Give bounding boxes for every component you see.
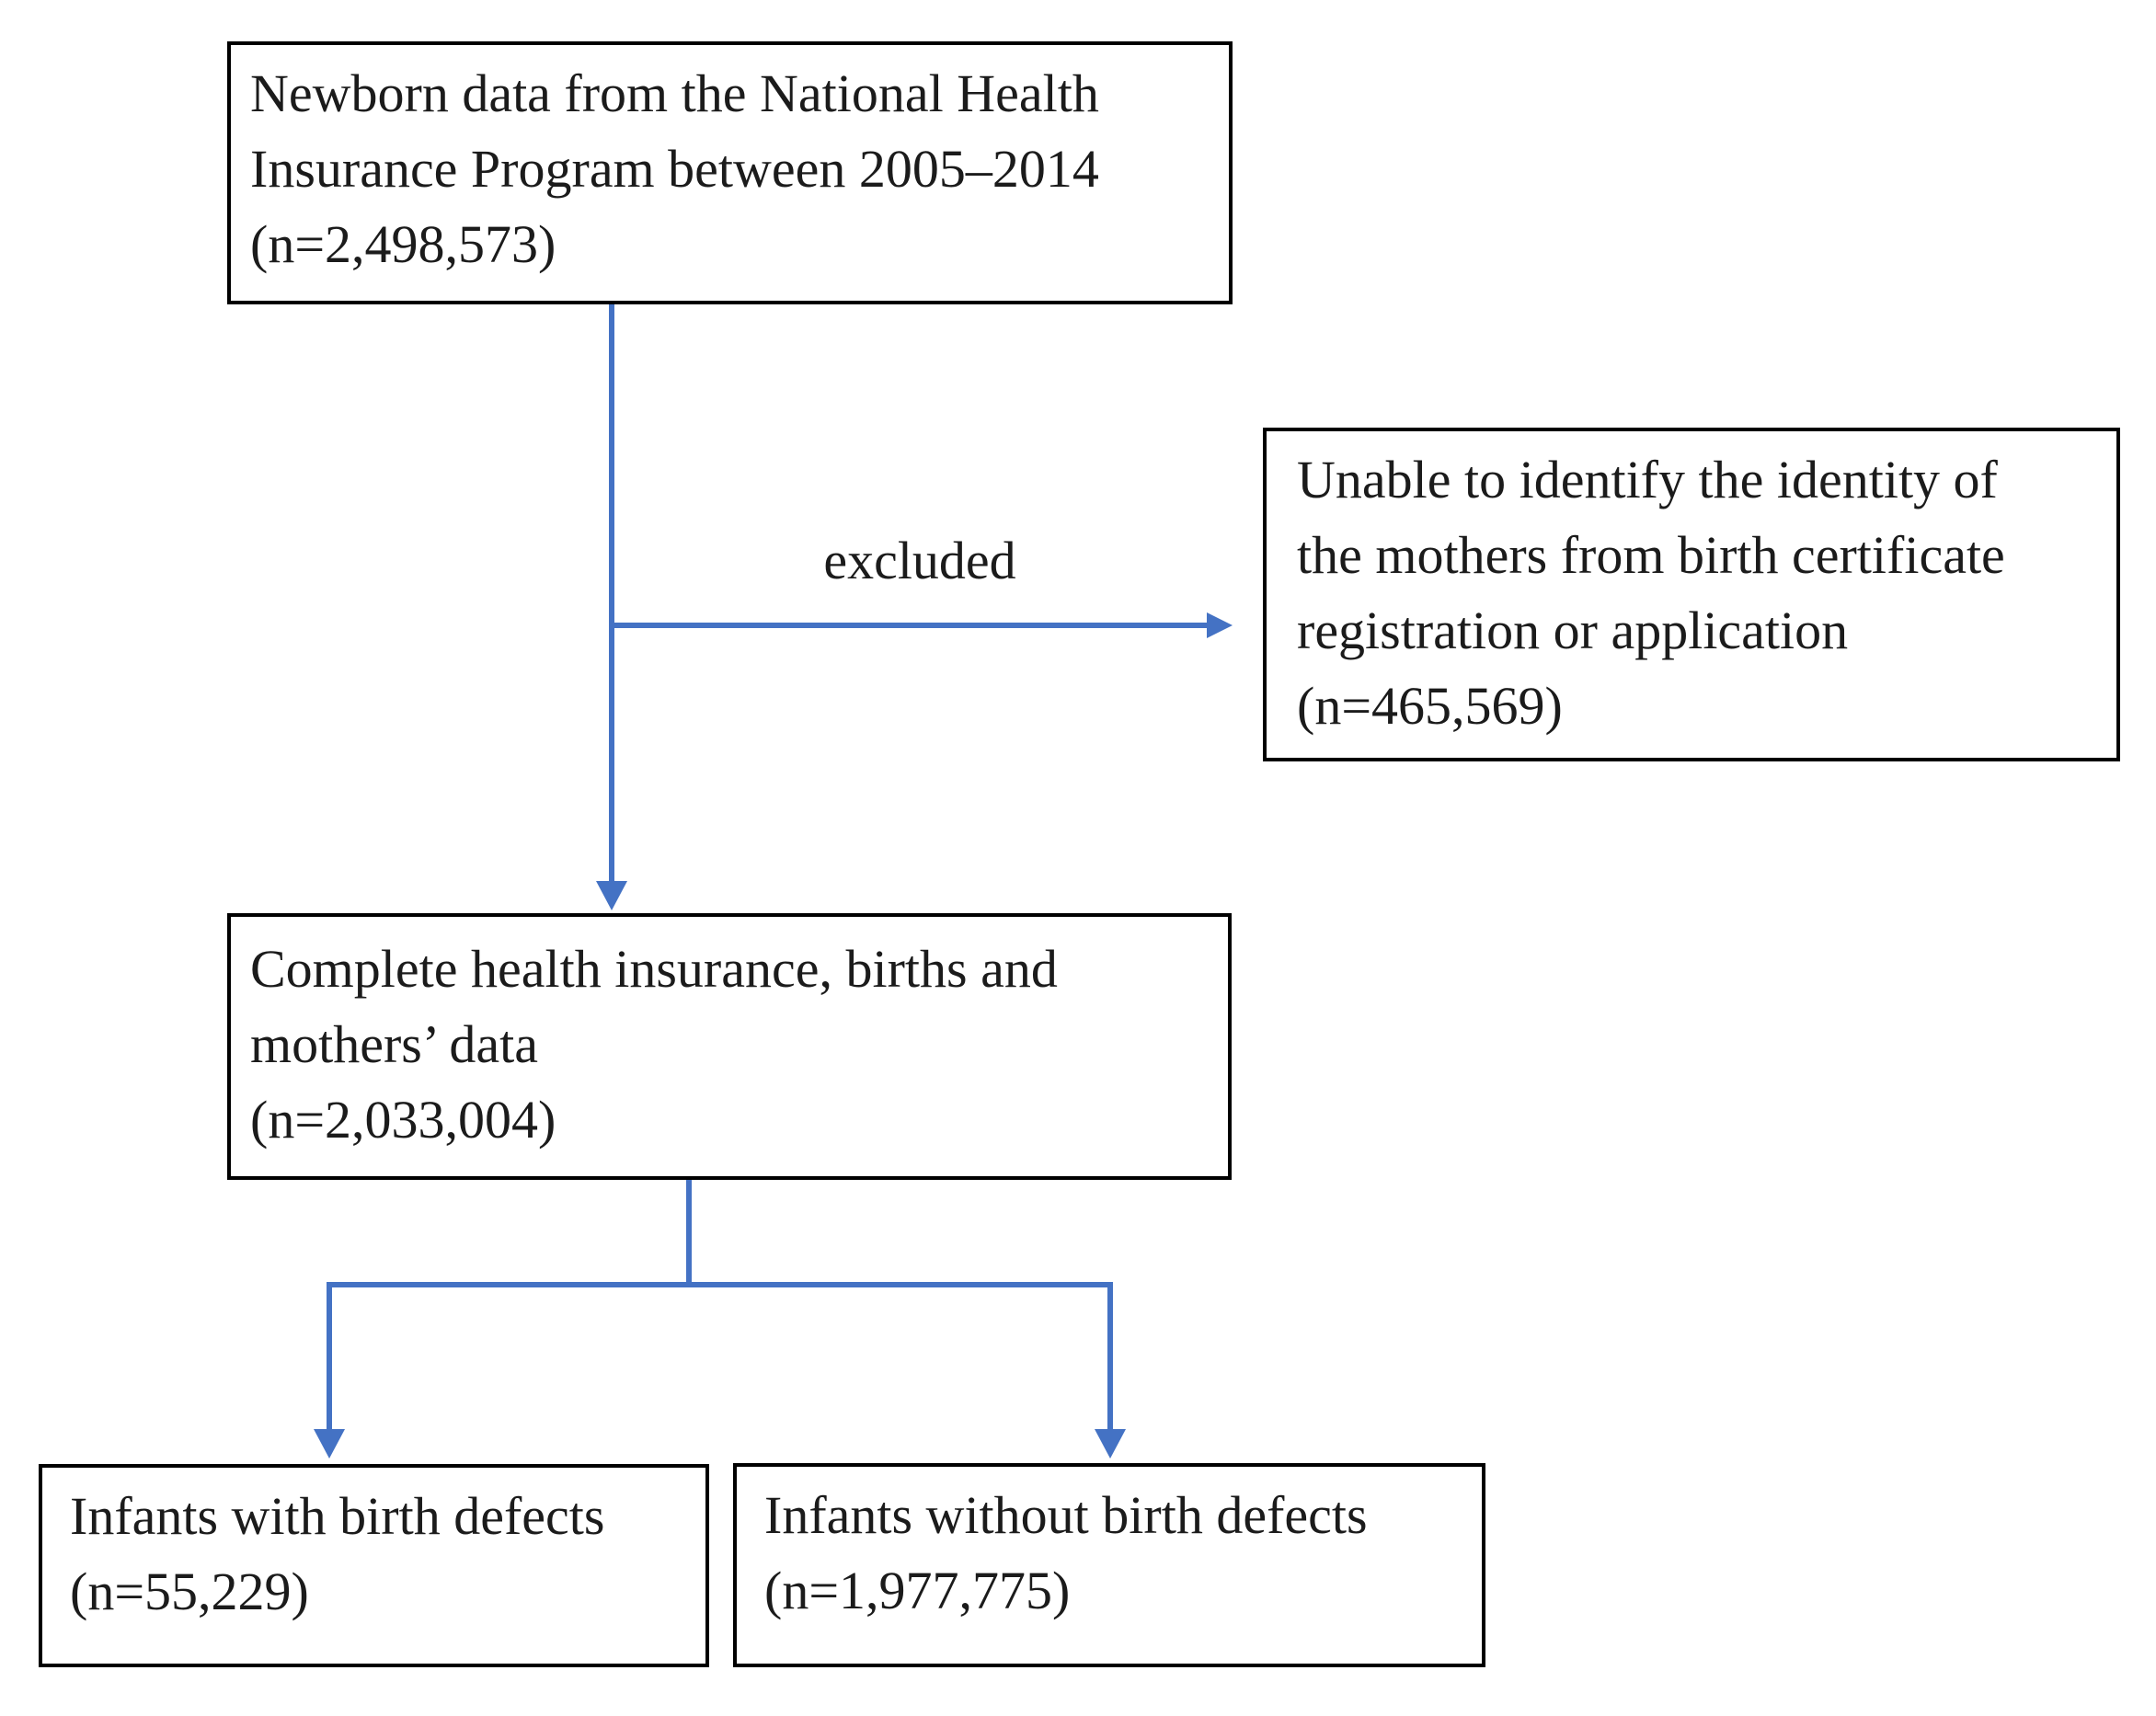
- connector-branch-bar-line: [327, 1282, 1113, 1287]
- arrowhead-down-to-complete-icon: [596, 881, 627, 910]
- connector-excluded-line: [609, 623, 1207, 628]
- infants-without-defects-text: Infants without birth defects (n=1,977,7…: [764, 1485, 1368, 1620]
- arrowhead-right-to-excluded-icon: [1207, 612, 1233, 638]
- box-infants-with-defects: Infants with birth defects (n=55,229): [39, 1464, 709, 1667]
- box-excluded-mothers: Unable to identify the identity of the m…: [1263, 428, 2120, 761]
- box-complete-data: Complete health insurance, births and mo…: [227, 913, 1232, 1180]
- arrowhead-down-to-with-defects-icon: [314, 1429, 345, 1459]
- connector-branch-right-line: [1107, 1282, 1113, 1431]
- arrowhead-down-to-without-defects-icon: [1095, 1429, 1126, 1459]
- connector-newborn-to-complete-line: [609, 304, 614, 883]
- complete-data-text: Complete health insurance, births and mo…: [250, 939, 1058, 1150]
- box-infants-without-defects: Infants without birth defects (n=1,977,7…: [733, 1463, 1485, 1667]
- box-newborn-data: Newborn data from the National Health In…: [227, 41, 1233, 304]
- connector-complete-stub-line: [686, 1180, 692, 1287]
- newborn-data-text: Newborn data from the National Health In…: [250, 63, 1099, 274]
- infants-with-defects-text: Infants with birth defects (n=55,229): [70, 1486, 605, 1621]
- excluded-label: excluded: [823, 531, 1016, 590]
- connector-branch-left-line: [327, 1282, 332, 1431]
- excluded-mothers-text: Unable to identify the identity of the m…: [1297, 450, 2005, 736]
